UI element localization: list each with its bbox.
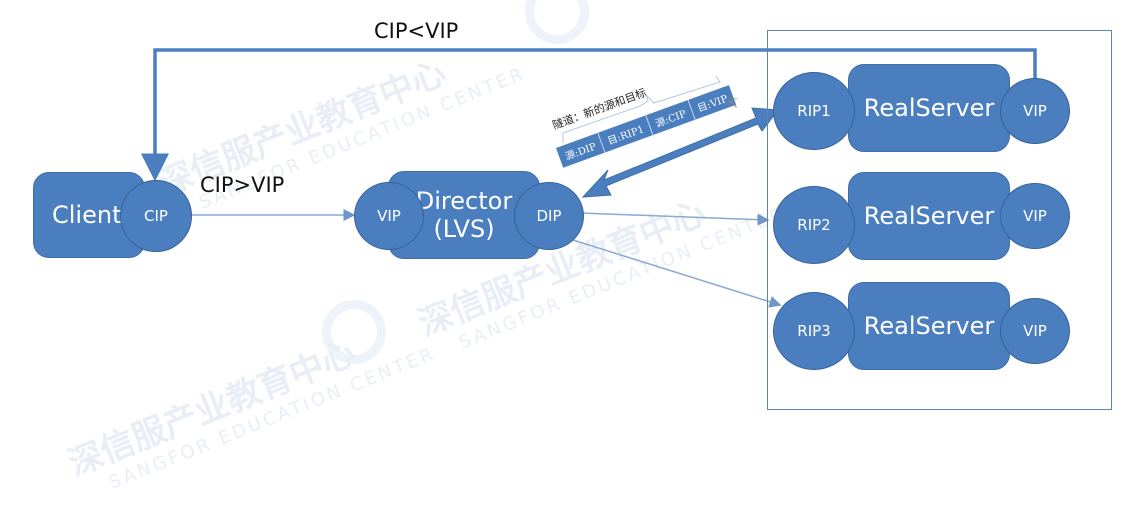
real-server-box[interactable]: RealServer [848, 172, 1010, 260]
client-cip-circle[interactable]: CIP [120, 180, 192, 252]
director-dip-circle[interactable]: DIP [514, 182, 584, 250]
response-flow-label: CIP<VIP [374, 19, 459, 43]
client-ip-label: CIP [144, 207, 168, 225]
dip-to-rip3-line [572, 239, 782, 308]
response-path-line [141, 48, 1037, 182]
dip-to-rip2-line [579, 212, 770, 226]
real-server-label: RealServer [863, 312, 995, 340]
vip-label: VIP [1023, 207, 1047, 225]
request-flow-label: CIP>VIP [200, 173, 285, 197]
vip-circle[interactable]: VIP [1000, 298, 1070, 364]
rip-label: RIP2 [797, 216, 831, 234]
director-label-2: (LVS) [433, 215, 495, 243]
vip-circle[interactable]: VIP [1000, 183, 1070, 249]
mouse-cursor-icon: ⇱ [727, 97, 738, 112]
real-server-label: RealServer [863, 94, 995, 122]
director-node[interactable]: Director (LVS) [388, 171, 540, 259]
watermark-logo [322, 300, 386, 364]
client-label: Client [52, 201, 122, 229]
rip-circle[interactable]: RIP1 [773, 72, 855, 150]
connection-lines [141, 48, 1037, 308]
rip-label: RIP1 [797, 102, 831, 120]
vip-circle[interactable]: VIP [1000, 78, 1070, 144]
watermark-logo [525, 0, 589, 44]
real-server-group [767, 30, 1112, 410]
packet-bracket [562, 75, 721, 143]
director-vip-label: VIP [377, 207, 401, 225]
vip-label: VIP [1023, 102, 1047, 120]
real-server-box[interactable]: RealServer [848, 282, 1010, 370]
director-label-1: Director [415, 187, 513, 215]
rip-circle[interactable]: RIP3 [773, 292, 855, 370]
rip-circle[interactable]: RIP2 [773, 186, 855, 264]
director-vip-circle[interactable]: VIP [354, 182, 424, 250]
director-dip-label: DIP [536, 207, 562, 225]
real-server-box[interactable]: RealServer [848, 64, 1010, 152]
rip-label: RIP3 [797, 322, 831, 340]
vip-label: VIP [1023, 322, 1047, 340]
real-server-label: RealServer [863, 202, 995, 230]
